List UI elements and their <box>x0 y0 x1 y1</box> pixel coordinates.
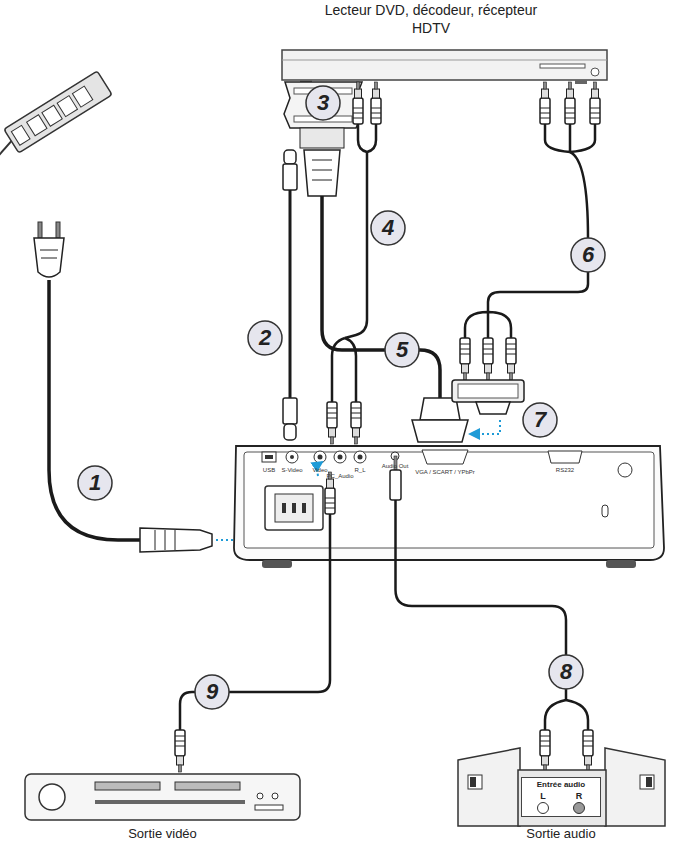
video-cable <box>175 462 335 772</box>
svideo-cable <box>283 150 297 440</box>
jack-label: L <box>537 791 549 801</box>
callout-circle <box>78 466 112 500</box>
audio-input-panel: Entrée audioLR <box>521 777 601 817</box>
port-label: RS232 <box>556 467 574 473</box>
callout-number: 4 <box>382 215 394 241</box>
port-label: Video <box>312 467 327 473</box>
callout-number: 1 <box>89 470 101 496</box>
callout-number: 3 <box>317 90 329 116</box>
speaker-system <box>458 748 665 826</box>
port-label: S-Video <box>281 467 302 473</box>
audio-rca-cable <box>327 82 381 444</box>
port-label: R_L <box>354 467 365 473</box>
callout-number: 7 <box>534 407 546 433</box>
jack-column: R <box>573 791 585 814</box>
audio-out-cable <box>390 456 593 772</box>
callout-number: 5 <box>396 337 408 363</box>
jack-socket <box>573 802 585 814</box>
jack-label: R <box>573 791 585 801</box>
port-label: USB <box>263 467 275 473</box>
callout-number: 2 <box>259 325 271 351</box>
port-label: VGA / SCART / YPbPr <box>415 469 475 475</box>
device-caption: Sortie vidéo <box>25 826 300 842</box>
port-label: Audio Out <box>382 463 409 469</box>
callout-number: 6 <box>582 242 594 268</box>
jack-socket <box>537 802 549 814</box>
device-caption: Sortie audio <box>455 826 667 842</box>
port-label: PC_Audio <box>326 473 353 479</box>
device-caption: Lecteur DVD, décodeur, récepteur HDTV <box>320 2 542 37</box>
power-strip <box>0 71 112 164</box>
jack-row: LR <box>525 791 597 814</box>
vcr <box>25 774 300 820</box>
dvd-player <box>282 50 607 84</box>
callout-number: 9 <box>206 679 218 705</box>
speaker-node: Sortie audioEntrée audioLR <box>455 744 667 842</box>
callout-number: 8 <box>560 659 572 685</box>
dvd-player-node: Lecteur DVD, décodeur, récepteur HDTV <box>320 2 542 46</box>
jack-column: L <box>537 791 549 814</box>
power-cord <box>34 222 258 552</box>
vga-cable <box>304 150 468 442</box>
scart-adapter <box>284 82 362 148</box>
projector <box>234 446 664 568</box>
vcr-node: Sortie vidéo <box>25 772 300 842</box>
panel-heading: Entrée audio <box>525 780 597 789</box>
